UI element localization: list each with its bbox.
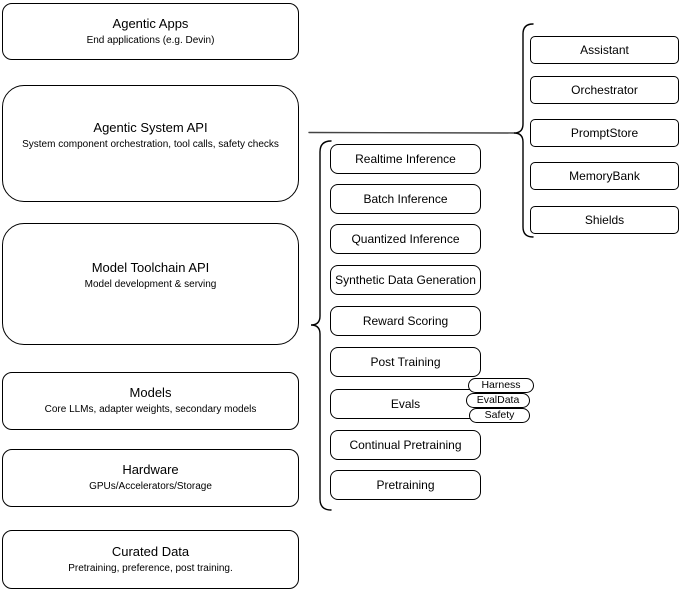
box-subtitle: Pretraining, preference, post training. [68,562,233,574]
box-subtitle: System component orchestration, tool cal… [22,138,279,150]
box-pretraining: Pretraining [330,470,481,500]
box-title: Agentic System API [93,119,208,135]
box-label: Assistant [580,43,629,57]
box-title: Model Toolchain API [91,260,210,275]
box-promptstore: PromptStore [530,119,679,147]
box-agentic-system-api: Agentic System API System component orch… [2,85,299,202]
box-subtitle: Model development & serving [84,279,217,290]
box-label: Evals [390,397,421,411]
box-title: Curated Data [111,543,190,559]
box-agentic-apps: Agentic Apps End applications (e.g. Devi… [2,3,299,60]
box-label: Batch Inference [363,192,448,206]
box-reward-scoring: Reward Scoring [330,306,481,336]
box-label: Quantized Inference [351,232,460,246]
box-label: PromptStore [570,126,639,140]
box-label: Shields [584,213,625,227]
box-subtitle: Core LLMs, adapter weights, secondary mo… [44,404,257,415]
box-label: Synthetic Data Generation [335,273,476,287]
box-synthetic-data-generation: Synthetic Data Generation [330,265,481,295]
box-label: MemoryBank [569,169,640,183]
box-orchestrator: Orchestrator [530,76,679,104]
box-subtitle: GPUs/Accelerators/Storage [89,481,212,492]
box-shields: Shields [530,206,679,234]
box-label: Reward Scoring [362,314,449,328]
box-label: Pretraining [376,478,435,492]
pill-safety: Safety [469,408,530,423]
box-assistant: Assistant [530,36,679,64]
box-subtitle: End applications (e.g. Devin) [86,34,215,46]
pill-harness: Harness [468,378,534,393]
box-models: Models Core LLMs, adapter weights, secon… [2,372,299,430]
box-label: Continual Pretraining [349,438,462,452]
toolchain-brace [310,140,332,511]
pill-label: Safety [484,409,515,421]
box-title: Models [129,385,172,400]
box-title: Hardware [122,462,179,477]
system-api-connector-line [308,131,515,134]
box-realtime-inference: Realtime Inference [330,144,481,174]
box-continual-pretraining: Continual Pretraining [330,430,481,460]
pill-label: EvalData [476,394,520,406]
box-label: Realtime Inference [355,152,456,166]
box-quantized-inference: Quantized Inference [330,224,481,254]
box-label: Orchestrator [571,83,638,97]
box-title: Agentic Apps [112,15,189,31]
box-curated-data: Curated Data Pretraining, preference, po… [2,530,299,589]
pill-label: Harness [481,379,521,391]
box-model-toolchain-api: Model Toolchain API Model development & … [2,223,299,345]
box-post-training: Post Training [330,347,481,377]
box-memorybank: MemoryBank [530,162,679,190]
box-hardware: Hardware GPUs/Accelerators/Storage [2,449,299,507]
box-label: Post Training [370,355,441,369]
box-evals: Evals [330,389,481,419]
box-batch-inference: Batch Inference [330,184,481,214]
pill-evaldata: EvalData [466,393,530,408]
